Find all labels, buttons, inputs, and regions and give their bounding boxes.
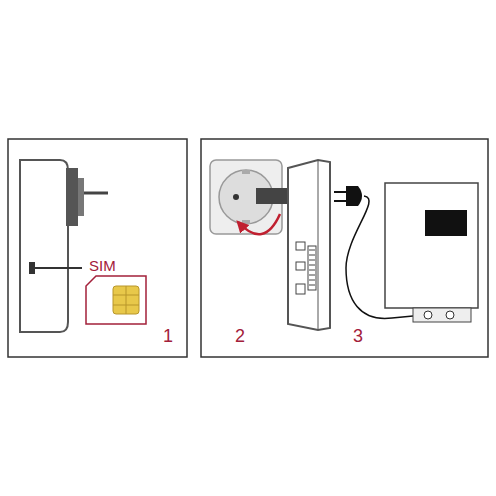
panel-frame: [8, 139, 187, 357]
device-plugged: [309, 265, 315, 266]
sim-slot: [29, 262, 82, 274]
boiler-unit: [385, 183, 478, 308]
insert-arrow: [238, 214, 280, 234]
device-plugged: [309, 250, 315, 251]
sim-slot: [30, 267, 82, 269]
device-side-view: [66, 168, 78, 226]
boiler-unit: [413, 308, 471, 322]
part-label: SIM: [89, 258, 116, 273]
panel-frame: [8, 139, 187, 357]
device-side-view: [78, 178, 84, 216]
device-plugged: [256, 160, 330, 330]
device-side-view: [20, 160, 68, 332]
callout-number: 1: [163, 327, 173, 345]
sim-card: [113, 286, 139, 314]
device-plugged: [296, 242, 305, 250]
device-plugged: [288, 160, 330, 330]
device-plugged: [309, 250, 315, 285]
device-plugged: [308, 246, 316, 290]
device-plugged: [256, 188, 288, 204]
appliance-plug: [334, 191, 346, 193]
callout-number: 3: [353, 327, 363, 345]
wall-socket: [233, 194, 239, 200]
device-plugged: [309, 270, 315, 271]
device-plugged: [296, 284, 305, 294]
device-plugged: [309, 260, 315, 261]
appliance-plug: [346, 186, 362, 206]
device-plugged: [296, 262, 305, 270]
callout-number: 2: [235, 327, 245, 345]
sim-card: [86, 276, 146, 324]
boiler-unit: [385, 183, 478, 322]
boiler-unit: [424, 311, 432, 319]
device-plugged: [309, 280, 315, 281]
device-plugged: [309, 285, 315, 286]
panel-frame: [201, 139, 488, 357]
wall-socket: [242, 220, 250, 224]
device-plugged: [318, 160, 319, 330]
boiler-unit: [425, 210, 467, 236]
panel-frame: [201, 139, 488, 357]
device-plugged: [309, 275, 315, 276]
device-plugged: [309, 255, 315, 256]
device-side-view: [84, 192, 108, 195]
sim-card: [126, 286, 127, 314]
sim-card: [86, 276, 146, 324]
sim-slot: [29, 262, 35, 274]
wall-socket: [242, 170, 250, 174]
insert-arrow: [238, 214, 280, 234]
boiler-unit: [446, 311, 454, 319]
appliance-plug: [334, 200, 346, 202]
